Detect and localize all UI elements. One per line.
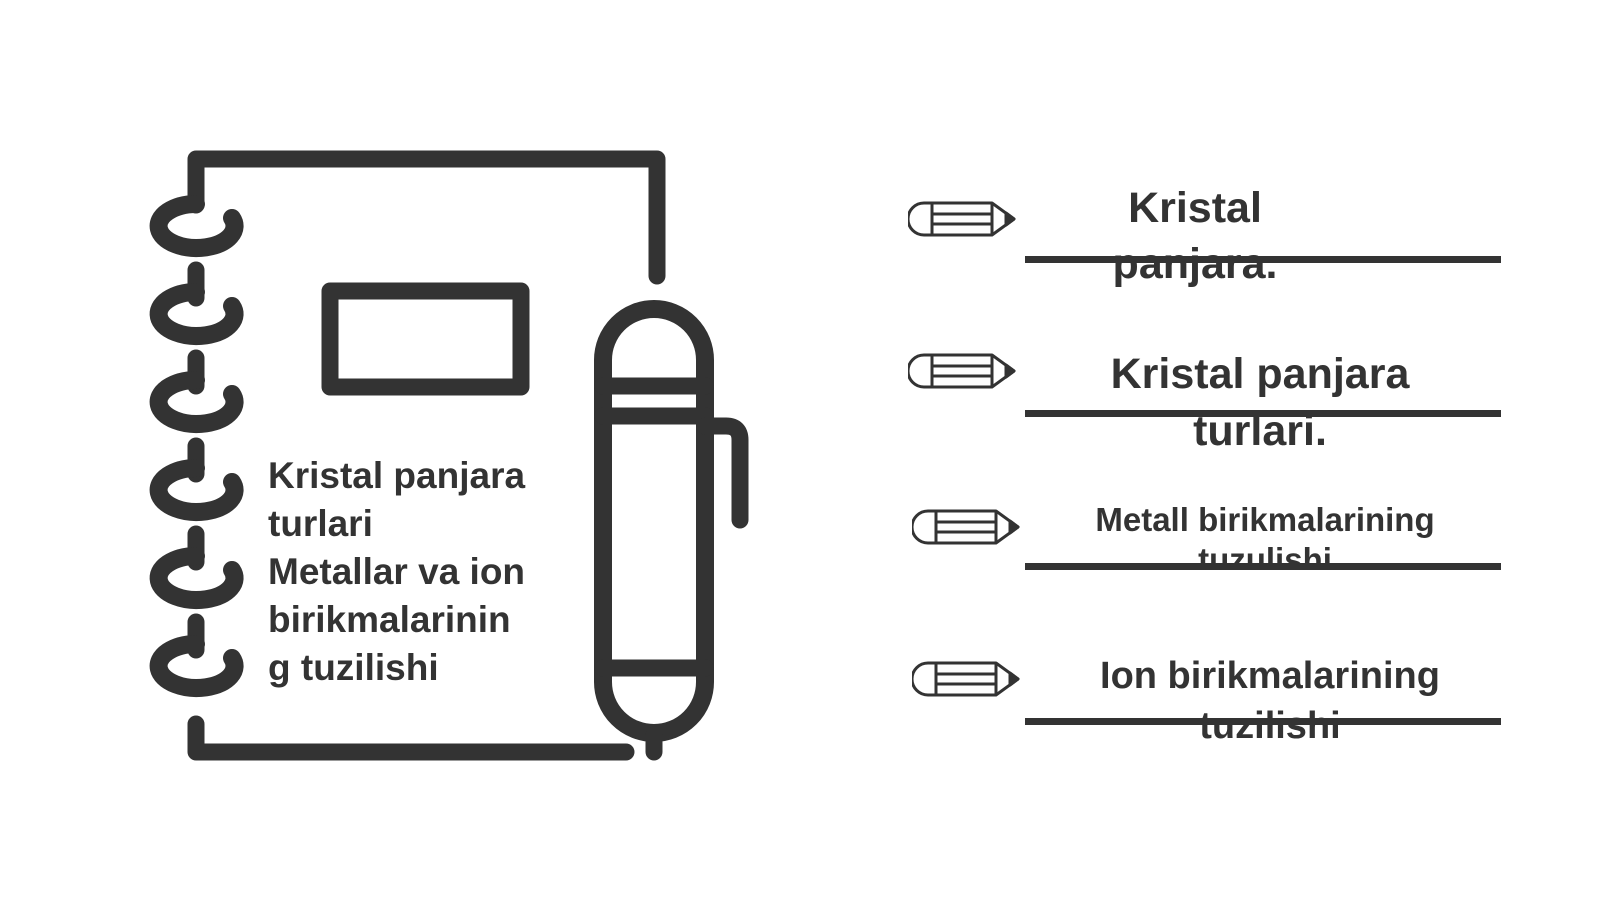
notebook-line: birikmalarinin xyxy=(268,599,511,640)
pencil-icon xyxy=(908,201,1016,237)
underline xyxy=(1025,718,1501,725)
item-label-line1: Kristal panjara xyxy=(1110,350,1410,398)
item-label-line1: Metall birikmalarining xyxy=(1095,501,1435,538)
underline xyxy=(1025,563,1501,570)
item-label-line1: Kristal xyxy=(1128,184,1262,232)
notebook-line: turlari xyxy=(268,503,373,544)
item-label-line2: panjara. xyxy=(1112,240,1278,288)
underline xyxy=(1025,410,1501,417)
notebook-line: Kristal panjara xyxy=(268,455,526,496)
notebook-line: g tuzilishi xyxy=(268,647,439,688)
item-label-line2: tuzulishi xyxy=(1198,541,1332,564)
pencil-icon xyxy=(908,353,1016,389)
pencil-icon xyxy=(912,661,1020,697)
item-label-line1: Ion birikmalarining xyxy=(1100,655,1440,697)
underline xyxy=(1025,256,1501,263)
item-label: Kristal panjara. xyxy=(1060,180,1330,292)
notebook-text: Kristal panjara turlari Metallar va ion … xyxy=(268,452,568,692)
item-label: Kristal panjara turlari. xyxy=(1060,346,1460,460)
pencil-icon xyxy=(912,509,1020,545)
item-label-line2: tuzilishi xyxy=(1199,705,1341,747)
item-label: Ion birikmalarining tuzilishi xyxy=(1060,651,1480,751)
item-label: Metall birikmalarining tuzulishi xyxy=(1060,500,1470,564)
notebook-line: Metallar va ion xyxy=(268,551,526,592)
